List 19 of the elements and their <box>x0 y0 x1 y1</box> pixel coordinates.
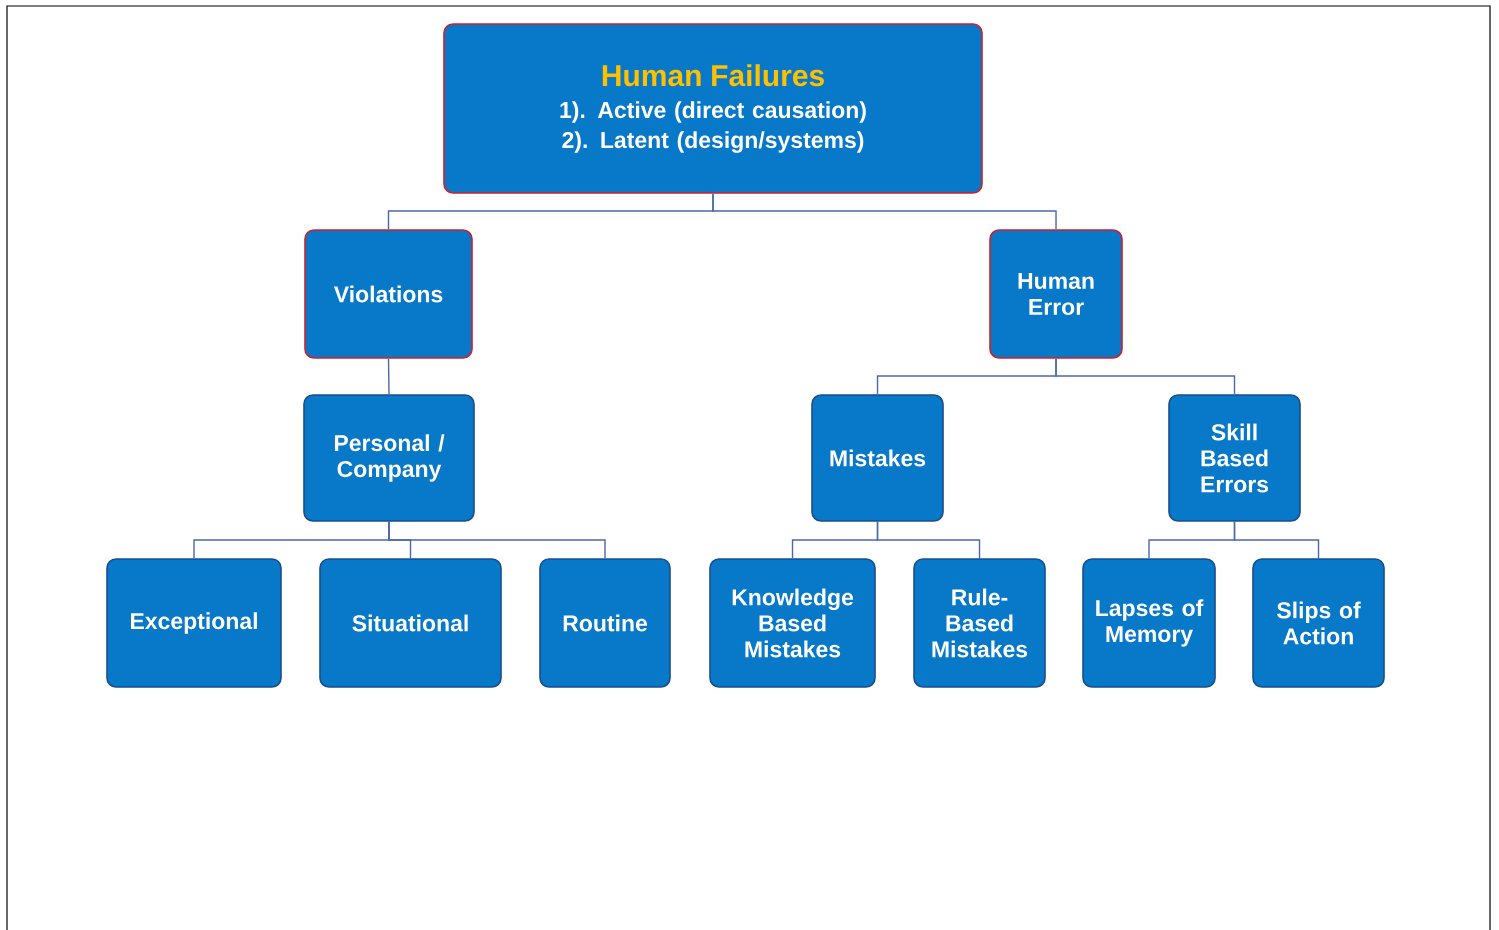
connector <box>1055 358 1236 395</box>
category-box: Human Error <box>989 229 1123 359</box>
connector <box>387 358 390 395</box>
category-box: Lapses of Memory <box>1082 558 1216 688</box>
category-box: Exceptional <box>106 558 282 688</box>
category-box: Situational <box>319 558 502 688</box>
category-box: Rule-Based Mistakes <box>913 558 1046 688</box>
category-box: Slips of Action <box>1252 558 1385 688</box>
category-box: Mistakes <box>811 394 944 522</box>
category-box: Violations <box>304 229 473 359</box>
connector <box>1233 521 1320 559</box>
connector <box>876 521 981 559</box>
category-box: Human Failures 1). Active (direct causation) 2). Latent (design/systems) <box>443 23 983 194</box>
category-box: Personal / Company <box>303 394 475 522</box>
connector <box>388 521 606 559</box>
connector <box>712 193 1057 230</box>
category-box: Skill Based Errors <box>1168 394 1301 522</box>
category-box: Routine <box>539 558 671 688</box>
category-box: Knowledge Based Mistakes <box>709 558 876 688</box>
